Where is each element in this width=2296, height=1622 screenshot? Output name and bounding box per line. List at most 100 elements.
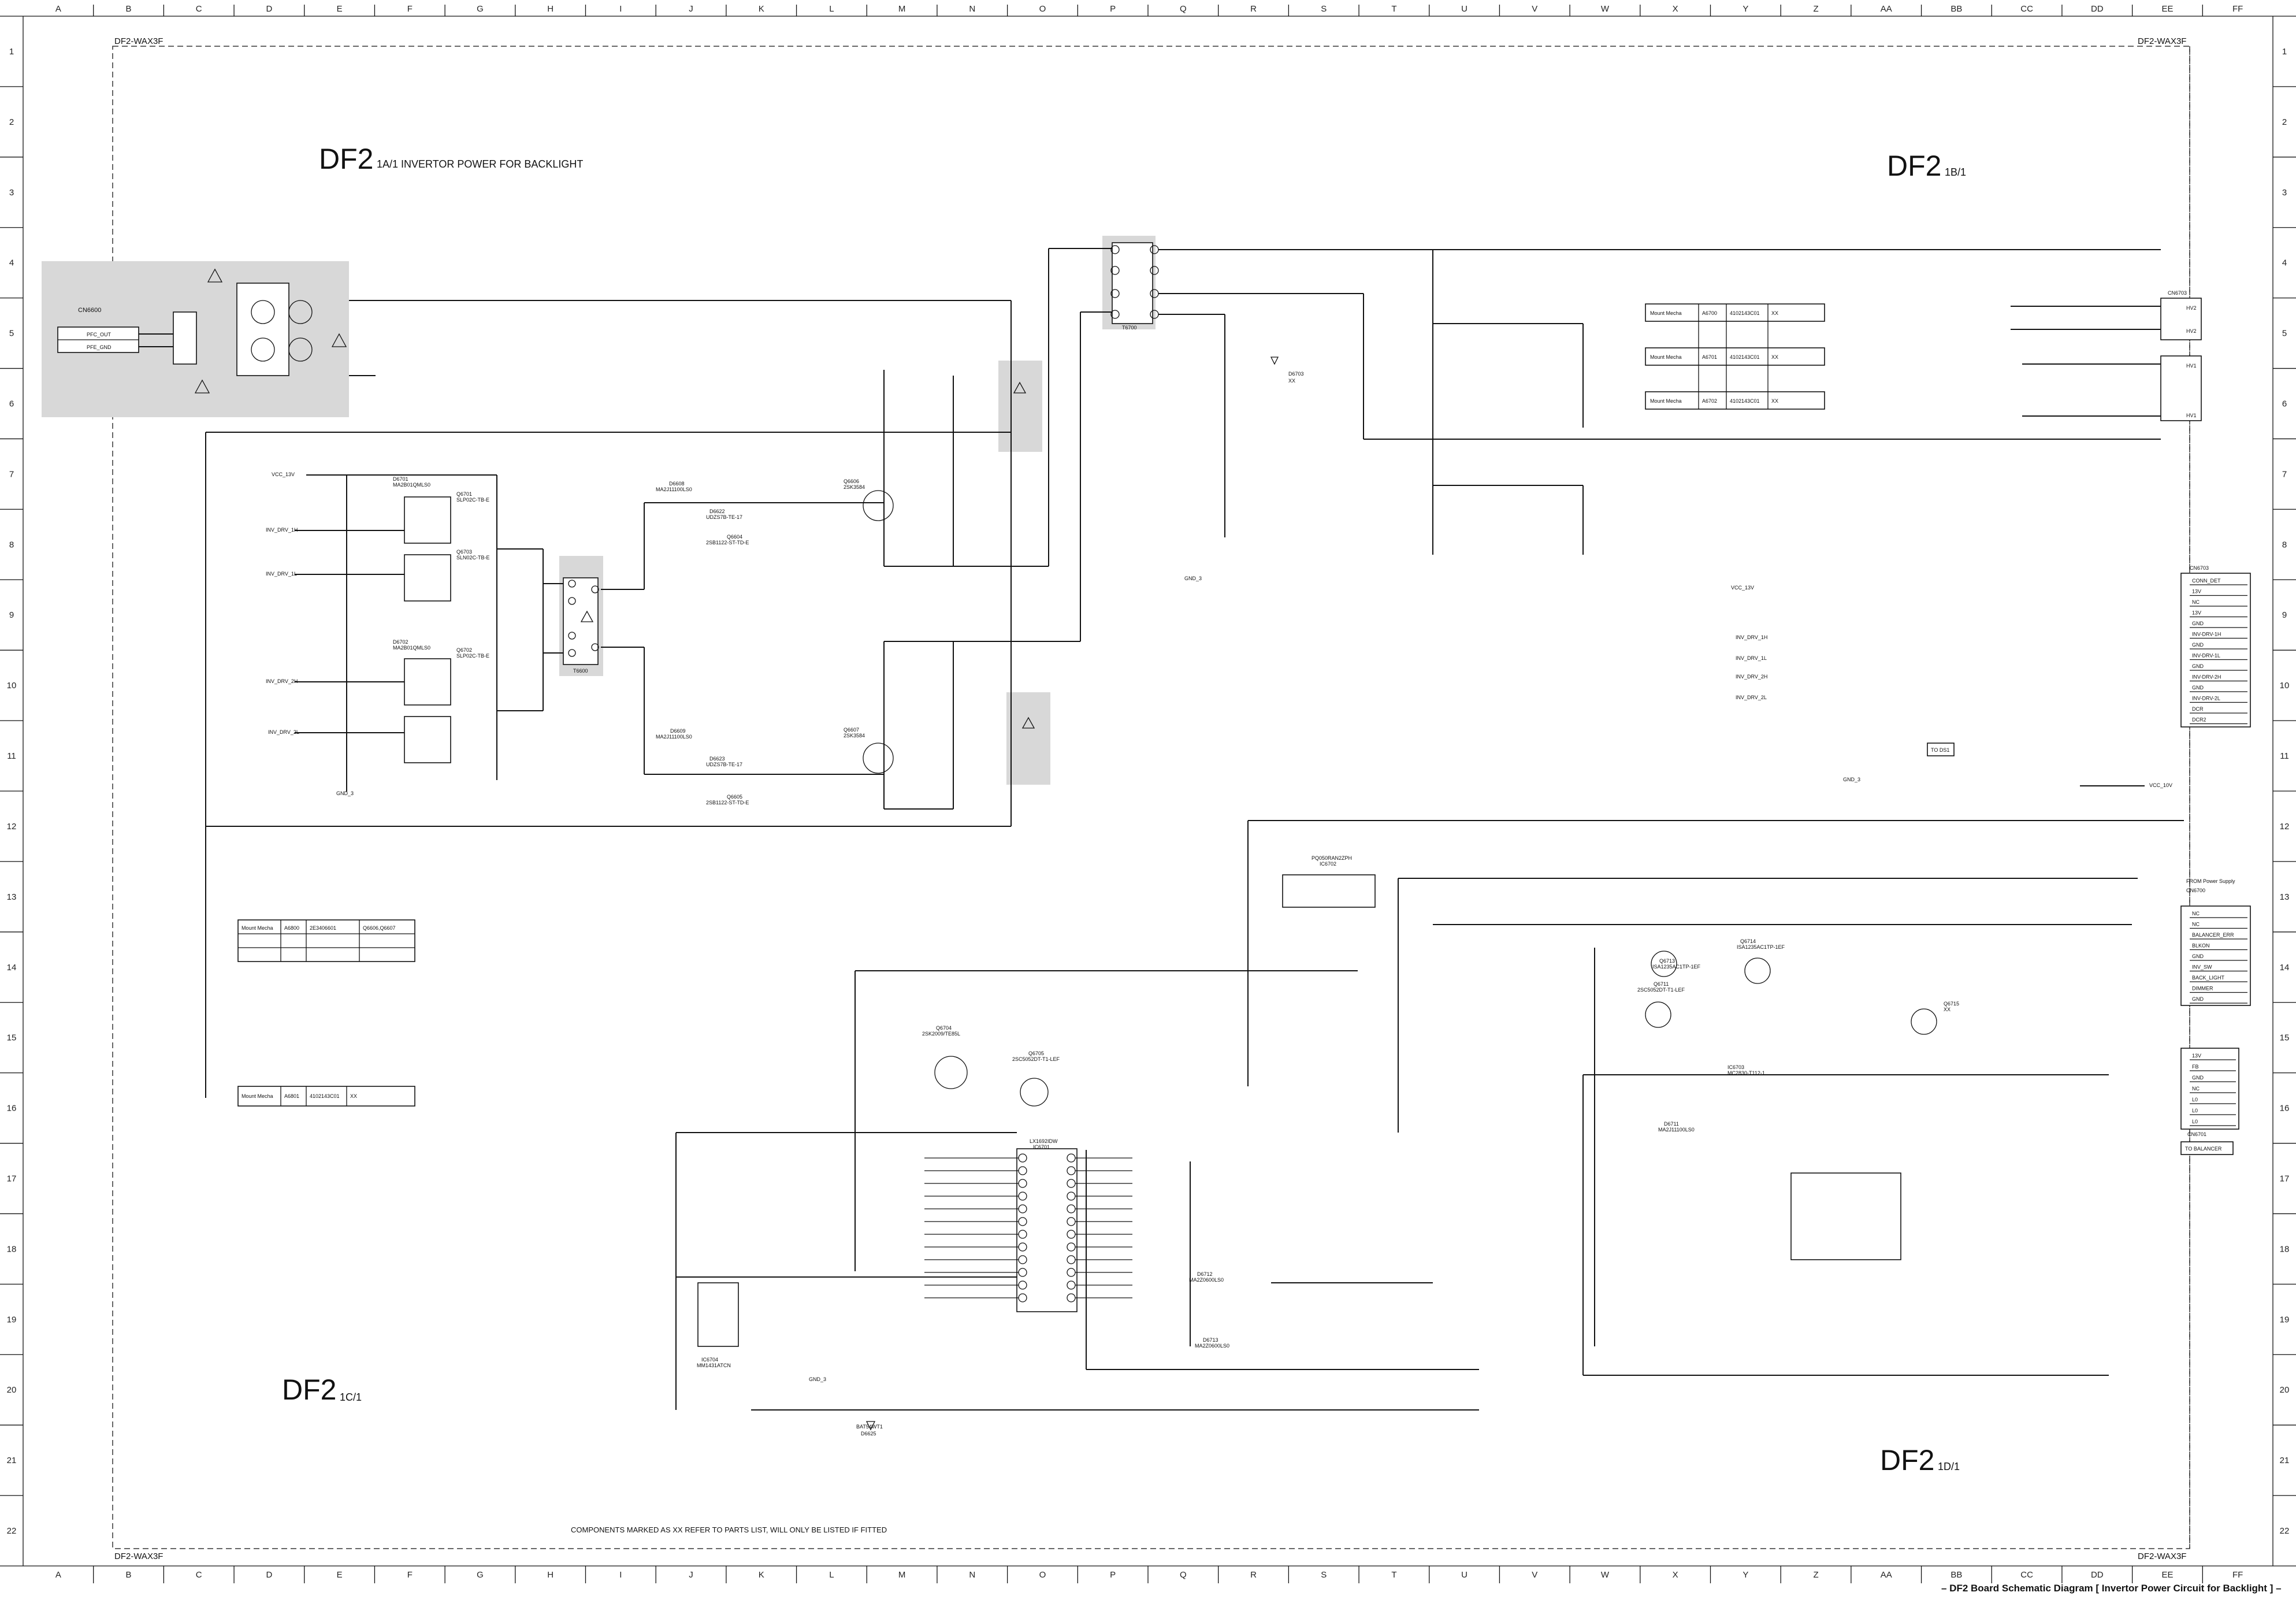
svg-text:DF2: DF2 — [1880, 1444, 1934, 1476]
column-label: CC — [2020, 1570, 2033, 1580]
column-label: T — [1391, 4, 1396, 14]
svg-text:INV_DRV_1L: INV_DRV_1L — [266, 571, 297, 577]
svg-text:A6800: A6800 — [284, 925, 299, 931]
transformer-t6700: T6700 — [1110, 242, 2161, 537]
transistor-q6711: Q6711 2SC5052DT-T1-LEF — [1637, 981, 1685, 1028]
svg-text:MA2J11100LS0: MA2J11100LS0 — [656, 734, 692, 740]
column-label: E — [337, 1570, 343, 1580]
row-label: 6 — [9, 399, 14, 409]
row-label: 20 — [7, 1385, 17, 1395]
warning-icon — [331, 333, 347, 347]
section-title-a: DF2 1A/1 INVERTOR POWER FOR BACKLIGHT — [319, 143, 583, 175]
connector-pin-label: L0 — [2192, 1108, 2198, 1113]
row-label: 8 — [9, 540, 14, 550]
transformer-t6600: T6600 — [543, 503, 645, 774]
svg-text:TO DS1: TO DS1 — [1931, 747, 1949, 753]
svg-text:TO BALANCER: TO BALANCER — [2185, 1146, 2222, 1152]
svg-text:INV_DRV_1H: INV_DRV_1H — [266, 527, 298, 533]
column-label: N — [969, 4, 975, 14]
connector-to-ds1: CN6703 CONN_DET13VNC13VGNDINV-DRV-1HGNDI… — [1731, 565, 2251, 756]
fuse-shade-top — [998, 361, 1042, 452]
column-label: F — [407, 1570, 413, 1580]
connector-pin-label: L0 — [2192, 1097, 2198, 1103]
svg-text:2SC5052DT-T1-LEF: 2SC5052DT-T1-LEF — [1637, 987, 1685, 993]
svg-text:IC6701: IC6701 — [1033, 1144, 1050, 1150]
connector-pin-label: GND — [2192, 996, 2204, 1002]
column-label: AA — [1881, 4, 1892, 14]
switch-stage-lower: Q6607 2SK3584 Q6605 2SB1122-ST-TD-E D660… — [206, 311, 1115, 827]
connector-pin-label: DIMMER — [2192, 986, 2213, 992]
svg-text:XX: XX — [1288, 378, 1295, 384]
column-label: H — [547, 1570, 553, 1580]
svg-text:D6703: D6703 — [1288, 371, 1304, 377]
connector-pin-label: INV-DRV-1H — [2192, 632, 2221, 637]
svg-text:1B/1: 1B/1 — [1945, 166, 1966, 178]
column-label: X — [1673, 1570, 1678, 1580]
svg-text:UDZS7B-TE-17: UDZS7B-TE-17 — [706, 762, 742, 767]
row-label: 17 — [2280, 1174, 2290, 1184]
column-label: D — [266, 1570, 272, 1580]
section-title-c: DF2 1C/1 — [282, 1374, 362, 1406]
svg-text:HV1: HV1 — [2186, 363, 2197, 369]
transistor-q6704: Q6704 2SK2009/TE85L — [922, 1025, 968, 1089]
column-label: O — [1039, 4, 1046, 14]
svg-text:Q6606,Q6607: Q6606,Q6607 — [363, 925, 396, 931]
svg-text:PFC_OUT: PFC_OUT — [87, 332, 112, 337]
connector-pin-label: INV_SW — [2192, 964, 2212, 970]
transistor-q6705: Q6705 2SC5052DT-T1-LEF — [1012, 1051, 1060, 1107]
svg-text:HV1: HV1 — [2186, 413, 2197, 418]
inner-border — [112, 46, 2190, 1549]
connector-pin-label: 13V — [2192, 1053, 2201, 1059]
corner-label-tr: DF2-WAX3F — [2138, 36, 2186, 46]
column-label: Q — [1180, 1570, 1187, 1580]
row-label: 10 — [2280, 681, 2290, 691]
svg-text:IC6703: IC6703 — [1727, 1064, 1744, 1070]
column-label: W — [1601, 1570, 1610, 1580]
connector-pin-label: INV-DRV-2H — [2192, 674, 2221, 680]
svg-text:BAT54WT1: BAT54WT1 — [856, 1424, 883, 1430]
transistor-q6713: Q6713 ISA1235AC1TP-1EF — [1651, 951, 1701, 977]
row-label: 9 — [9, 610, 14, 620]
column-label: N — [969, 1570, 975, 1580]
svg-text:VCC_13V: VCC_13V — [1731, 585, 1754, 591]
column-label: AA — [1881, 1570, 1892, 1580]
column-label: D — [266, 4, 272, 14]
section-title-b: DF2 1B/1 — [1887, 150, 1966, 182]
diode-d6711: D6711 MA2J11100LS0 — [1658, 1121, 1695, 1133]
svg-text:MA2B01QMLS0: MA2B01QMLS0 — [393, 482, 430, 488]
svg-text:INV_DRV_2H: INV_DRV_2H — [1736, 674, 1767, 680]
svg-text:A6700: A6700 — [1702, 310, 1717, 316]
column-label: FF — [2232, 4, 2243, 14]
svg-text:Q6703: Q6703 — [456, 549, 472, 555]
svg-text:4102143C01: 4102143C01 — [310, 1093, 340, 1099]
ground-label: GND_3 — [1184, 576, 1202, 581]
svg-text:Q6714: Q6714 — [1740, 938, 1756, 944]
svg-text:Q6704: Q6704 — [936, 1025, 952, 1031]
column-label: S — [1321, 4, 1327, 14]
corner-label-tl: DF2-WAX3F — [114, 36, 163, 46]
svg-text:HV2: HV2 — [2186, 328, 2197, 334]
svg-text:4102143C01: 4102143C01 — [1730, 310, 1760, 316]
svg-text:Mount Mecha: Mount Mecha — [1650, 310, 1682, 316]
connector-pin-label: NC — [2192, 599, 2200, 605]
row-label: 21 — [7, 1456, 17, 1465]
row-label: 6 — [2282, 399, 2287, 409]
svg-text:Q6715: Q6715 — [1944, 1001, 1959, 1007]
svg-text:INV_DRV_2L: INV_DRV_2L — [1736, 695, 1767, 700]
row-label: 11 — [2280, 751, 2289, 761]
svg-text:2SK2009/TE85L: 2SK2009/TE85L — [922, 1031, 960, 1037]
ground-label: GND_3 — [1843, 777, 1860, 782]
svg-text:ISA1235AC1TP-1EF: ISA1235AC1TP-1EF — [1652, 964, 1701, 970]
svg-text:4102143C01: 4102143C01 — [1730, 354, 1760, 360]
connector-pin-label: GND — [2192, 663, 2204, 669]
column-label: R — [1250, 4, 1257, 14]
row-label: 19 — [2280, 1315, 2290, 1324]
svg-text:XX: XX — [1771, 354, 1778, 360]
svg-text:A6701: A6701 — [1702, 354, 1717, 360]
svg-text:IC6702: IC6702 — [1320, 861, 1336, 867]
column-label: CC — [2020, 4, 2033, 14]
diode-icon — [1270, 357, 1279, 365]
svg-text:D6712: D6712 — [1197, 1271, 1213, 1277]
svg-text:LX1692IDW: LX1692IDW — [1030, 1138, 1058, 1144]
connector-pin-label: DCR2 — [2192, 717, 2206, 723]
